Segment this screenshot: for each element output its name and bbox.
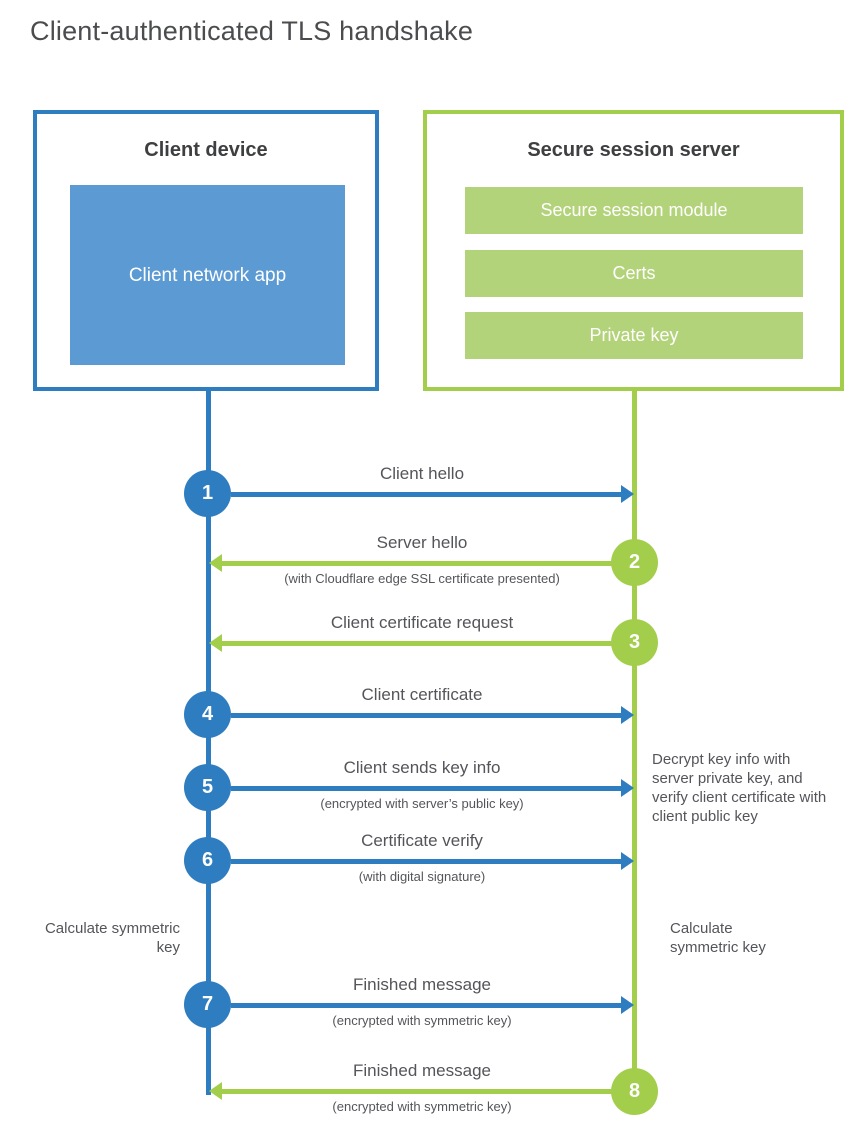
step-2-circle: 2 — [611, 539, 658, 586]
step-6-circle: 6 — [184, 837, 231, 884]
step-5-circle: 5 — [184, 764, 231, 811]
step-6-subtext: (with digital signature) — [358, 869, 486, 884]
arrow-right-icon — [621, 706, 634, 724]
step-7-circle: 7 — [184, 981, 231, 1028]
step-8-label: Finished message — [353, 1061, 491, 1080]
step-3-label: Client certificate request — [330, 613, 514, 632]
step-4-circle: 4 — [184, 691, 231, 738]
arrow-right-icon — [621, 996, 634, 1014]
page-title: Client-authenticated TLS handshake — [30, 16, 474, 46]
arrow-right-icon — [621, 852, 634, 870]
server-module-secure-session: Secure session module — [465, 187, 803, 234]
client-network-app-label: Client network app — [128, 264, 287, 286]
step-1-arrow — [231, 492, 623, 497]
step-3-arrow — [221, 641, 612, 646]
step-1-label: Client hello — [379, 464, 465, 483]
arrow-left-icon — [209, 554, 222, 572]
step-7-arrow — [231, 1003, 623, 1008]
step-7-label: Finished message — [353, 975, 491, 994]
secure-session-server-box: Secure session server Secure session mod… — [423, 110, 844, 391]
server-lifeline — [632, 391, 637, 1093]
step-6-arrow — [231, 859, 623, 864]
decrypt-key-note: Decrypt key info with server private key… — [652, 751, 827, 825]
arrow-right-icon — [621, 485, 634, 503]
step-8-circle: 8 — [611, 1068, 658, 1115]
client-device-title: Client device — [144, 139, 268, 161]
server-module-label: Private key — [589, 325, 679, 345]
step-2-label: Server hello — [376, 533, 468, 552]
step-3-circle: 3 — [611, 619, 658, 666]
step-6-label: Certificate verify — [361, 831, 483, 850]
step-4-label: Client certificate — [361, 685, 483, 704]
step-4-arrow — [231, 713, 623, 718]
server-module-private-key: Private key — [465, 312, 803, 359]
step-5-subtext: (encrypted with server’s public key) — [320, 796, 524, 811]
step-7-subtext: (encrypted with symmetric key) — [332, 1013, 512, 1028]
step-8-arrow — [221, 1089, 612, 1094]
step-1-circle: 1 — [184, 470, 231, 517]
arrow-left-icon — [209, 634, 222, 652]
client-device-box: Client device Client network app — [33, 110, 379, 391]
client-network-app-box: Client network app — [70, 185, 345, 365]
step-2-arrow — [221, 561, 612, 566]
step-5-arrow — [231, 786, 623, 791]
calculate-symmetric-key-note-server: Calculate symmetric key — [670, 920, 766, 956]
step-5-label: Client sends key info — [343, 758, 501, 777]
arrow-right-icon — [621, 779, 634, 797]
client-lifeline — [206, 391, 211, 1095]
calculate-symmetric-key-note-client: Calculate symmetric key — [44, 920, 180, 956]
arrow-left-icon — [209, 1082, 222, 1100]
secure-session-server-title: Secure session server — [527, 139, 740, 161]
step-2-subtext: (with Cloudflare edge SSL certificate pr… — [284, 571, 560, 586]
server-module-label: Secure session module — [540, 200, 728, 220]
server-module-certs: Certs — [465, 250, 803, 297]
step-8-subtext: (encrypted with symmetric key) — [332, 1099, 512, 1114]
server-module-label: Certs — [612, 263, 656, 283]
